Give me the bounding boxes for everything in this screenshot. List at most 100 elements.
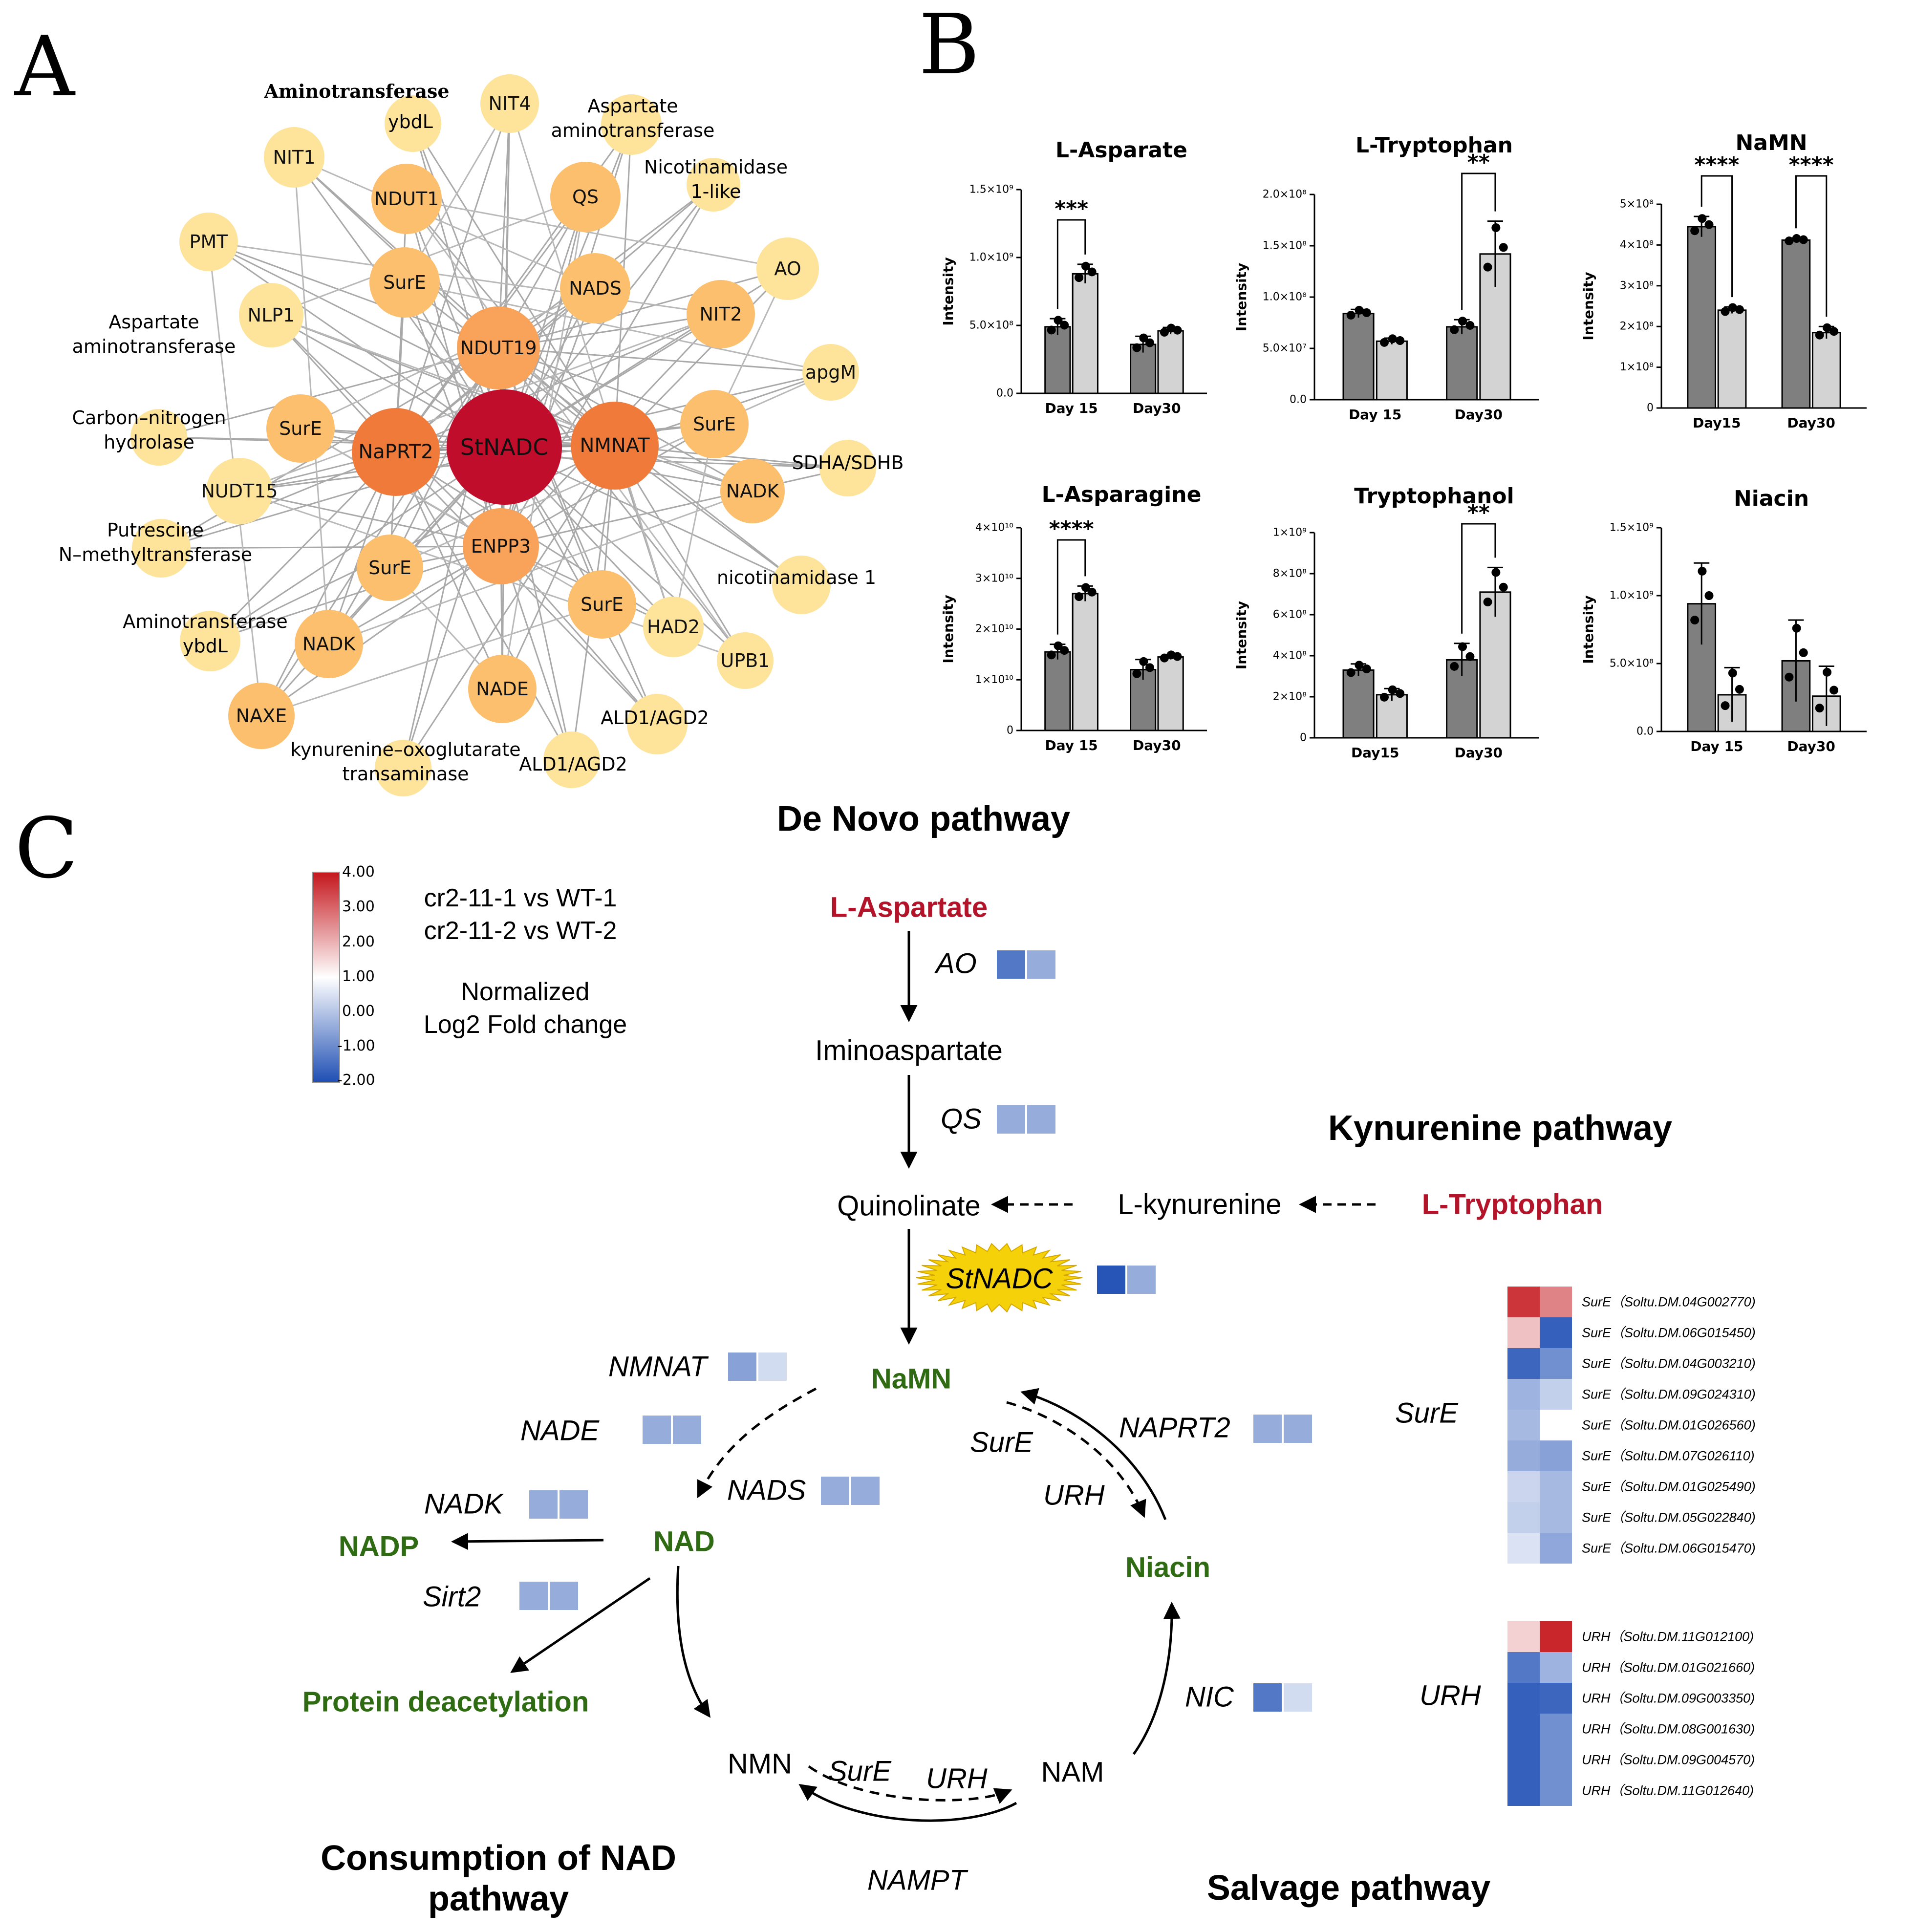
- data-point: [1346, 310, 1356, 320]
- data-point: [1139, 657, 1148, 666]
- y-tick-label: 0: [1300, 732, 1307, 744]
- significance-label: ***: [1054, 196, 1088, 221]
- data-point: [1081, 261, 1090, 271]
- bar: [1687, 226, 1717, 409]
- heatmap-row-label: SurE（Soltu.DM.06G015470): [1582, 1541, 1756, 1556]
- network-node-label: PMT: [190, 231, 229, 253]
- bar: [1376, 340, 1408, 401]
- y-tick-label: 0.0: [1290, 394, 1307, 406]
- x-category-label: Day30: [1787, 415, 1835, 431]
- data-point: [1060, 321, 1069, 330]
- heatmap-cell: [1507, 1683, 1540, 1714]
- heatmap-cell: [1540, 1744, 1572, 1775]
- pathway-arrows: [451, 931, 1376, 1822]
- enzyme-sirt2: Sirt2: [423, 1581, 481, 1613]
- legend-tick-3: 3.00: [342, 898, 375, 915]
- x-category-label: Day 15: [1349, 407, 1401, 423]
- label-nicotinamidase: Nicotinamidase: [644, 156, 788, 178]
- network-node-label: QS: [572, 186, 599, 208]
- label-nicotinamidase-1: nicotinamidase 1: [717, 567, 876, 588]
- network-hub-node-label: ENPP3: [471, 536, 531, 557]
- heatmap-row-label: URH（Soltu.DM.08G001630): [1582, 1722, 1755, 1737]
- data-point: [1735, 685, 1744, 694]
- enzyme-sure-top: SurE: [970, 1427, 1033, 1459]
- network-node: [720, 459, 785, 523]
- heatmap-row-label: URH（Soltu.DM.01G021660): [1582, 1660, 1755, 1675]
- data-point: [1499, 243, 1508, 252]
- enzyme-urh-bottom: URH: [926, 1763, 988, 1795]
- label-aspartate-1: Aspartate: [587, 95, 678, 117]
- network-edge: [161, 446, 505, 549]
- network-node: [550, 162, 621, 232]
- heatmap-row-label: URH（Soltu.DM.09G003350): [1582, 1691, 1755, 1706]
- enzyme-stnadc: StNADC: [946, 1263, 1053, 1295]
- title-kynurenine: Kynurenine pathway: [1328, 1109, 1672, 1148]
- y-tick-label: 3×10¹⁰: [975, 572, 1013, 584]
- data-point: [1792, 623, 1801, 633]
- bar: [1157, 330, 1184, 394]
- network-edge: [328, 347, 499, 644]
- network-node: [385, 95, 441, 152]
- significance-bracket: [1056, 539, 1086, 635]
- y-tick-label: 2×10⁸: [1620, 321, 1654, 333]
- network-node: [132, 519, 191, 578]
- data-point: [1054, 316, 1063, 325]
- heatmap-cell: [1540, 1621, 1572, 1652]
- bar-chart: NiacinIntensity1.5×10⁹1.0×10⁹5.0×10⁸0.0D…: [1580, 486, 1867, 754]
- data-point: [1346, 668, 1356, 677]
- heatmap-cell: [1540, 1775, 1572, 1806]
- y-tick-label: 0: [1007, 725, 1013, 737]
- x-category-label: Day 15: [1045, 737, 1097, 753]
- legend-tick-m1: -1.00: [337, 1037, 375, 1054]
- data-point: [1145, 338, 1155, 347]
- heatmap-cell: [1507, 1317, 1540, 1348]
- data-point: [1087, 587, 1097, 597]
- data-point: [1388, 685, 1397, 694]
- network-hub-node: [352, 408, 440, 496]
- data-point: [1735, 305, 1744, 314]
- network-node: [543, 731, 600, 788]
- network-node: [480, 74, 539, 133]
- fold-change-cell: [758, 1352, 787, 1381]
- data-point: [1465, 652, 1475, 661]
- network-node-label: NADE: [476, 678, 529, 700]
- y-tick-label: 4×10⁸: [1273, 650, 1307, 662]
- met-nadp: NADP: [339, 1531, 419, 1563]
- bar-chart: NaMNIntensity5×10⁸4×10⁸3×10⁸2×10⁸1×10⁸0D…: [1580, 130, 1867, 431]
- starburst-shape: [916, 1243, 1083, 1313]
- data-point: [1829, 327, 1839, 336]
- data-point: [1491, 568, 1501, 577]
- fold-change-cell: [1097, 1266, 1125, 1294]
- y-tick-label: 5.0×10⁸: [969, 320, 1013, 332]
- heatmap-cell: [1540, 1714, 1572, 1744]
- network-node-label: SurE: [279, 418, 322, 439]
- y-tick-label: 5.0×10⁷: [1263, 343, 1307, 355]
- stnadc-badge: StNADC: [916, 1243, 1083, 1313]
- bar-chart: TryptophanolIntensity1×10⁹8×10⁸6×10⁸4×10…: [1233, 484, 1539, 761]
- network-node-label: HAD2: [647, 616, 700, 638]
- fold-change-cell: [997, 1105, 1025, 1134]
- data-point: [1054, 641, 1063, 650]
- label-transaminase: transaminase: [342, 763, 469, 785]
- network-edge: [209, 451, 397, 642]
- heatmaps: SurE（Soltu.DM.04G002770)SurE（Soltu.DM.06…: [1507, 1287, 1756, 1806]
- y-tick-label: 1.0×10⁹: [969, 252, 1013, 264]
- y-tick-label: 6×10⁸: [1273, 609, 1307, 621]
- data-point: [1355, 305, 1364, 315]
- heatmap-row-label: SurE（Soltu.DM.09G024310): [1582, 1387, 1756, 1402]
- y-tick-label: 0.0: [1636, 726, 1654, 738]
- fold-change-cell: [1253, 1415, 1282, 1443]
- fold-change-cell: [728, 1352, 756, 1381]
- label-carbon-nitrogen: Carbon–nitrogen: [72, 407, 226, 429]
- data-point: [1483, 597, 1492, 606]
- legend-line-2: cr2-11-2 vs WT-2: [424, 917, 617, 945]
- network-hub-node-label: NDUT19: [460, 337, 537, 359]
- fold-change-cell: [997, 950, 1025, 979]
- network-edge: [672, 424, 715, 627]
- data-point: [1785, 236, 1794, 246]
- x-category-label: Day 15: [1690, 738, 1743, 754]
- network-node-label: NUDT15: [201, 480, 278, 502]
- bar-chart: L-AsparateIntensity1.5×10⁹1.0×10⁹5.0×10⁸…: [940, 138, 1207, 416]
- x-category-label: Day30: [1455, 745, 1503, 761]
- label-ybdl-2: ybdL: [183, 635, 228, 657]
